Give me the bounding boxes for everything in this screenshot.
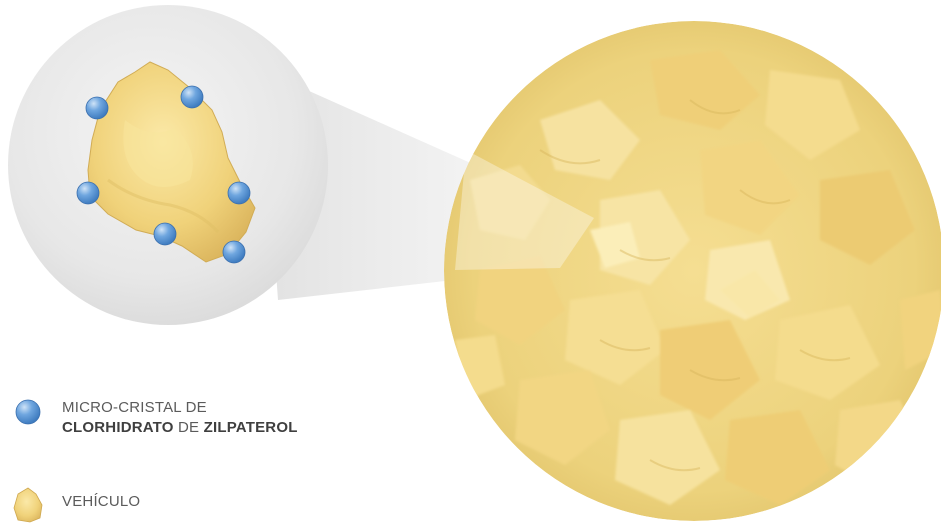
legend-vehicle-icon xyxy=(13,487,43,523)
micro-crystal-icon xyxy=(85,96,109,120)
vehicle-granule-magnified xyxy=(87,61,256,263)
legend-crystal-icon xyxy=(15,399,41,425)
granules-photo xyxy=(444,21,941,521)
micro-crystals xyxy=(76,85,251,264)
micro-crystal-icon xyxy=(76,181,100,205)
micro-crystal-icon xyxy=(222,240,246,264)
micro-crystal-icon xyxy=(153,222,177,246)
micro-crystal-icon xyxy=(227,181,251,205)
micro-crystal-icon xyxy=(180,85,204,109)
